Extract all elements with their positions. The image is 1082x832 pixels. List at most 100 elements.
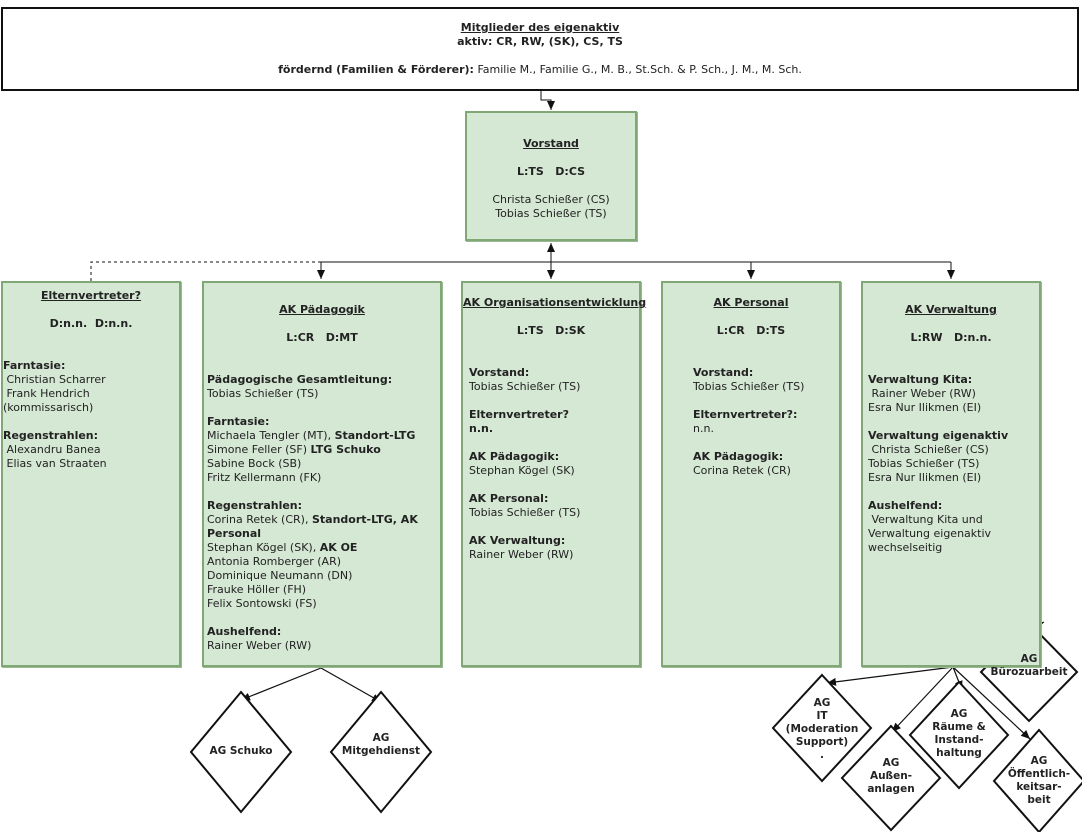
ag-text: Mitgehdienst	[341, 745, 421, 757]
section-heading: Regenstrahlen:	[207, 499, 303, 512]
connector-members-vorstand	[540, 91, 555, 110]
ak-verwaltung-lead: L:RW D:n.n.	[910, 331, 992, 344]
ag-aussen-shape	[840, 724, 942, 832]
ag-text: Außen-	[869, 770, 913, 782]
person: Felix Sontowski (FS)	[207, 597, 317, 610]
elternvertreter-box: Elternvertreter? D:n.n. D:n.n. Farntasie…	[1, 281, 181, 667]
connector-paed-ags	[240, 667, 322, 701]
members-supporting-names: Familie M., Familie G., M. B., St.Sch. &…	[477, 63, 802, 76]
section-heading: Aushelfend:	[207, 625, 282, 638]
person-name: Simone Feller (SF)	[207, 443, 311, 456]
members-title: Mitglieder des eigenaktiv	[460, 21, 620, 34]
ak-paedagogik-box: AK Pädagogik L:CR D:MT Pädagogische Gesa…	[202, 281, 442, 667]
ag-text: AG	[813, 697, 831, 709]
person-role: LTG Schuko	[310, 443, 381, 456]
person: Rainer Weber (RW)	[469, 548, 574, 561]
vorstand-lead: L:TS D:CS	[516, 165, 586, 178]
person: n.n.	[469, 422, 494, 435]
ag-raeume-label: AG Räume & Instand- haltung	[914, 708, 1004, 760]
person: n.n.	[693, 422, 714, 435]
ag-text: .	[820, 749, 824, 761]
ag-text: Support)	[795, 736, 849, 748]
person: Tobias Schießer (TS)	[693, 380, 805, 393]
ag-schuko-shape	[189, 690, 293, 814]
section-heading: Farntasie:	[207, 415, 270, 428]
note: Verwaltung eigenaktiv	[868, 527, 992, 540]
person: Rainer Weber (RW)	[207, 639, 312, 652]
person: Tobias Schießer (TS)	[469, 380, 581, 393]
person: Michaela Tengler (MT), Standort-LTG	[207, 429, 418, 443]
ag-text: anlagen	[867, 783, 915, 795]
person: Christian Scharrer	[3, 373, 106, 386]
person: Simone Feller (SF) LTG Schuko	[207, 443, 418, 457]
ak-personal-lead: L:CR D:TS	[716, 324, 786, 337]
ag-raeume-shape	[908, 680, 1010, 790]
section-heading: Verwaltung Kita:	[868, 373, 973, 386]
note: wechselseitig	[868, 541, 943, 554]
ag-text: AG	[882, 757, 900, 769]
note: Verwaltung Kita und	[868, 513, 983, 526]
section-heading: Farntasie:	[3, 359, 66, 372]
ag-text: AG	[1020, 653, 1038, 665]
ag-text: AG	[372, 732, 390, 744]
ag-text: IT	[816, 710, 828, 722]
ag-text: AG	[950, 708, 968, 720]
section-heading: Vorstand:	[469, 366, 530, 379]
connector-elternvertreter-dashed	[90, 261, 321, 281]
ag-text: Bürozuarbeit	[990, 666, 1068, 678]
ag-oeff-label: AG Öffentlich- keitsar- beit	[994, 755, 1082, 807]
ag-text: haltung	[936, 747, 982, 759]
members-supporting: fördernd (Familien & Förderer): Familie …	[3, 63, 1077, 77]
members-active: aktiv: CR, RW, (SK), CS, TS	[457, 35, 623, 48]
ag-mitgehdienst-shape	[329, 690, 433, 814]
elternvertreter-title: Elternvertreter?	[41, 289, 141, 302]
ag-text: Instand-	[934, 734, 984, 746]
ak-paedagogik-title: AK Pädagogik	[279, 303, 365, 316]
ak-personal-box: AK Personal L:CR D:TS Vorstand: Tobias S…	[661, 281, 841, 667]
section-heading: Elternvertreter?	[469, 408, 569, 421]
ak-personal-title: AK Personal	[713, 296, 789, 309]
section-heading: AK Verwaltung:	[469, 534, 566, 547]
ag-text: (Moderation	[785, 723, 859, 735]
ag-schuko-text: AG Schuko	[209, 745, 273, 757]
ag-aussen-label: AG Außen- anlagen	[846, 757, 936, 796]
ag-it-label: AG IT (Moderation Support) .	[777, 697, 867, 762]
ak-orga-box: AK Organisationsentwicklung L:TS D:SK Vo…	[461, 281, 646, 667]
section-heading: Pädagogische Gesamtleitung:	[207, 373, 393, 386]
ag-schuko-label: AG Schuko	[196, 745, 286, 758]
section-heading: AK Pädagogik:	[693, 450, 784, 463]
person: Stephan Kögel (SK), AK OE	[207, 541, 418, 555]
person: Frauke Höller (FH)	[207, 583, 307, 596]
ag-text: Öffentlich-	[1007, 768, 1071, 780]
person: Tobias Schießer (TS)	[207, 387, 319, 400]
ak-paedagogik-lead: L:CR D:MT	[286, 331, 358, 344]
person: Stephan Kögel (SK)	[469, 464, 575, 477]
ag-text: keitsar-	[1016, 781, 1062, 793]
vorstand-title: Vorstand	[523, 137, 579, 150]
members-box: Mitglieder des eigenaktiv aktiv: CR, RW,…	[1, 7, 1079, 91]
person: Elias van Straaten	[3, 457, 107, 470]
ag-text: Räume &	[932, 721, 986, 733]
ag-oeff-shape	[992, 728, 1082, 832]
vorstand-person: Tobias Schießer (TS)	[495, 207, 607, 220]
person: Tobias Schießer (TS)	[868, 457, 980, 470]
vorstand-box: Vorstand L:TS D:CS Christa Schießer (CS)…	[465, 111, 637, 241]
person: Dominique Neumann (DN)	[207, 569, 353, 582]
person: Christa Schießer (CS)	[868, 443, 989, 456]
ak-orga-lead: L:TS D:SK	[516, 324, 586, 337]
ag-text: beit	[1027, 794, 1051, 806]
person-role: Standort-LTG	[334, 429, 416, 442]
section-heading: Aushelfend:	[868, 499, 943, 512]
person-name: Michaela Tengler (MT),	[207, 429, 335, 442]
person: Esra Nur Ilikmen (EI)	[868, 471, 982, 484]
person-name: Corina Retek (CR),	[207, 513, 312, 526]
person-note: (kommissarisch)	[3, 401, 94, 414]
section-heading: Vorstand:	[693, 366, 754, 379]
person: Sabine Bock (SB)	[207, 457, 302, 470]
ak-verwaltung-title: AK Verwaltung	[905, 303, 997, 316]
section-heading: AK Pädagogik:	[469, 450, 560, 463]
section-heading: Regenstrahlen:	[3, 429, 99, 442]
person: Antonia Romberger (AR)	[207, 555, 341, 568]
person-role: AK OE	[319, 541, 358, 554]
